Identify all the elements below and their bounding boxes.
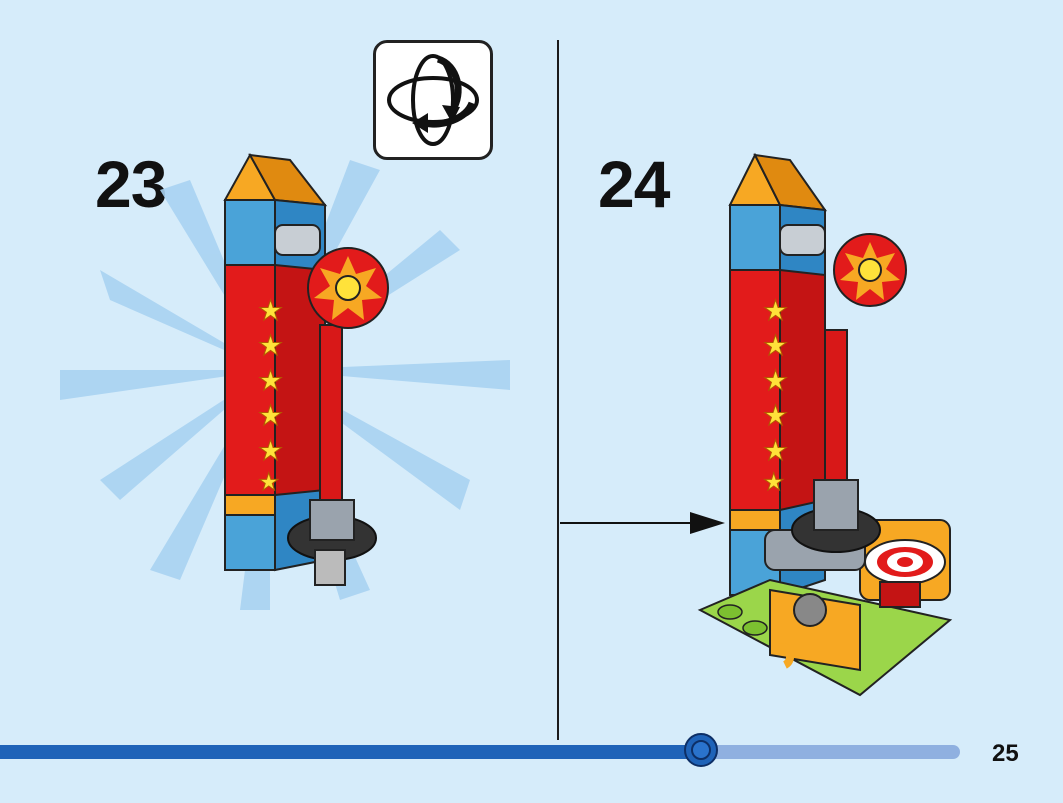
- tower-24: ★ ★ ★ ★ ★ ★: [728, 152, 828, 597]
- rotate-callout: [373, 40, 493, 160]
- svg-text:★: ★: [258, 434, 283, 467]
- svg-text:★: ★: [258, 329, 283, 362]
- svg-text:★: ★: [258, 468, 280, 496]
- page-number: 25: [992, 740, 1019, 767]
- svg-text:★: ★: [763, 294, 788, 327]
- svg-text:★: ★: [763, 434, 788, 467]
- target-disc-24: [833, 233, 907, 307]
- svg-text:★: ★: [763, 329, 788, 362]
- svg-text:★: ★: [258, 294, 283, 327]
- svg-text:★: ★: [258, 399, 283, 432]
- target-disc-23: [307, 247, 389, 329]
- progress-knob: [684, 733, 718, 767]
- pole-23: [274, 224, 377, 586]
- bullseye-target-24: [864, 539, 946, 608]
- progress-bar: [0, 733, 960, 767]
- svg-text:★: ★: [763, 364, 788, 397]
- step-divider: [557, 40, 559, 740]
- svg-text:★: ★: [258, 364, 283, 397]
- pole-24: [779, 224, 881, 553]
- attach-arrow-24: [560, 512, 725, 534]
- step-24-model-illustration: ★ ★ ★ ★ ★ ★: [560, 152, 953, 697]
- step-number-23: 23: [95, 147, 167, 221]
- progress-fill: [0, 745, 701, 759]
- step-number-24: 24: [598, 147, 670, 221]
- svg-text:★: ★: [763, 468, 785, 496]
- step-23-model-illustration: ★ ★ ★ ★ ★ ★: [60, 152, 510, 610]
- svg-text:★: ★: [763, 399, 788, 432]
- rotate-model-icon: [387, 54, 479, 146]
